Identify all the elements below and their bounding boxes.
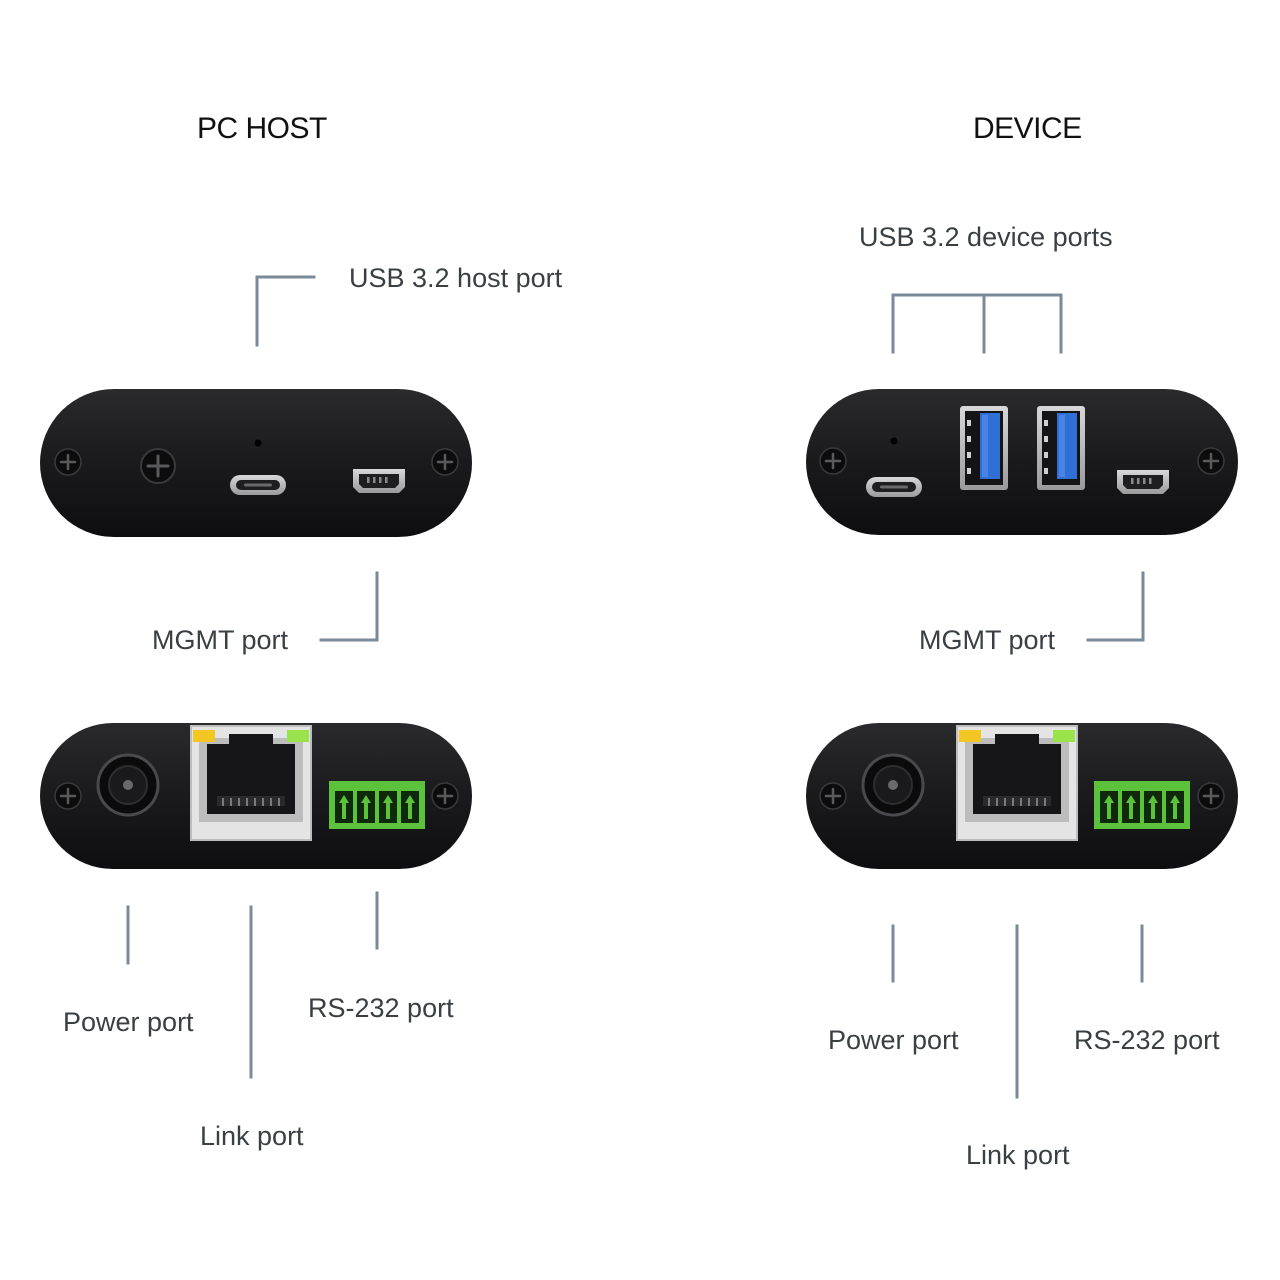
device-rs232-label: RS-232 port (1074, 1025, 1220, 1055)
host-title: PC HOST (197, 112, 327, 145)
host-mgmt-label: MGMT port (152, 625, 289, 655)
device-title: DEVICE (973, 112, 1082, 145)
rj45-port-icon (956, 725, 1078, 841)
screw-icon (1196, 446, 1226, 476)
device-usb-leader-line (891, 293, 1063, 354)
host-link-label: Link port (200, 1121, 304, 1151)
screw-icon (1196, 781, 1226, 811)
host-mgmt-leader-line (319, 571, 379, 642)
reset-pinhole-icon (890, 437, 898, 445)
host-usb-leader-line (255, 275, 316, 347)
usb-c-port-icon (230, 475, 286, 495)
usb-c-port-icon (866, 477, 922, 497)
screw-icon (53, 447, 83, 477)
reset-pinhole-icon (254, 439, 262, 447)
screw-icon (818, 781, 848, 811)
host-rear-panel (40, 723, 472, 869)
screw-icon (430, 781, 460, 811)
host-front-panel (40, 389, 472, 537)
host-usb-label: USB 3.2 host port (349, 263, 563, 293)
mini-usb-port-icon (1117, 470, 1169, 494)
screw-icon (818, 446, 848, 476)
host-rs232-label: RS-232 port (308, 993, 454, 1023)
rj45-port-icon (190, 725, 312, 841)
dc-jack-icon (861, 753, 925, 817)
device-link-label: Link port (966, 1140, 1070, 1170)
host-power-label: Power port (63, 1007, 194, 1037)
mini-usb-port-icon (353, 469, 405, 493)
device-front-panel (806, 389, 1238, 535)
screw-icon (140, 448, 176, 484)
device-usb-label: USB 3.2 device ports (859, 222, 1113, 252)
screw-icon (430, 447, 460, 477)
terminal-block-icon (1094, 781, 1190, 829)
device-mgmt-label: MGMT port (919, 625, 1056, 655)
terminal-block-icon (329, 781, 425, 829)
usb-a-port-icon (1037, 406, 1085, 490)
device-power-label: Power port (828, 1025, 959, 1055)
device-rear-panel (806, 723, 1238, 869)
screw-icon (53, 781, 83, 811)
dc-jack-icon (96, 753, 160, 817)
usb-a-port-icon (960, 406, 1008, 490)
device-mgmt-leader-line (1086, 571, 1145, 642)
